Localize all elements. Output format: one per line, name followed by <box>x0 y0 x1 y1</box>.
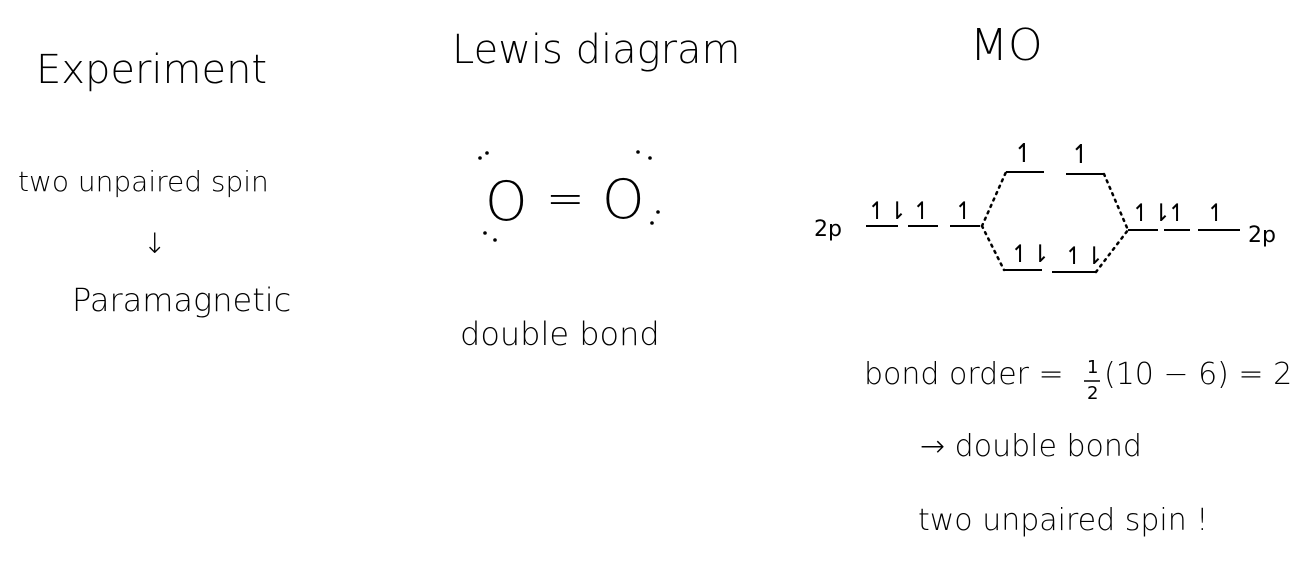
svg-text:2: 2 <box>1087 383 1098 404</box>
mo-heading: MO <box>970 20 1043 71</box>
svg-text:1: 1 <box>1087 357 1098 378</box>
right-orbital-3-electrons: ↿ <box>1206 199 1226 227</box>
antibonding-1-electron: ↿ <box>1013 139 1035 169</box>
bond-order-fraction: 1 2 <box>1084 357 1100 404</box>
bonding-2-electrons: ↿⇂ <box>1064 242 1104 270</box>
right-orbital-2-electrons: ↿ <box>1167 199 1187 227</box>
oxygen-right: O <box>602 168 645 231</box>
right-orbital-1-electrons: ↿⇂ <box>1131 199 1171 227</box>
bond-order-implication: → double bond <box>920 429 1142 464</box>
experiment-conclusion: Paramagnetic <box>72 281 292 319</box>
lewis-heading: Lewis diagram <box>452 27 741 73</box>
mo-conclusion: two unpaired spin ! <box>918 503 1209 538</box>
down-arrow-icon: ↓ <box>143 227 167 260</box>
mo-right-2p-label: 2p <box>1248 223 1276 248</box>
left-orbital-3-electrons: ↿ <box>954 197 974 225</box>
left-orbital-1-electrons: ↿⇂ <box>867 197 907 225</box>
lewis-structure: O = O <box>478 150 660 242</box>
mo-diagram: 2p 2p ↿⇂ ↿ ↿ ↿ ↿ ↿⇂ ↿⇂ ↿⇂ ↿ ↿ <box>814 139 1276 404</box>
experiment-heading: Experiment <box>36 47 268 93</box>
bonding-1-electrons: ↿⇂ <box>1010 240 1050 268</box>
bond-order-label: bond order = <box>864 357 1064 392</box>
lone-pair-dots <box>478 150 660 242</box>
left-orbital-2-electrons: ↿ <box>912 197 932 225</box>
double-bond-symbol: = <box>546 171 585 225</box>
correlation-lines <box>980 170 1130 274</box>
mo-left-2p-label: 2p <box>814 217 842 242</box>
experiment-observation: two unpaired spin <box>18 165 269 198</box>
oxygen-left: O <box>485 170 528 233</box>
bond-order-expression: (10 − 6) = 2 <box>1104 357 1293 392</box>
lewis-caption: double bond <box>460 315 660 353</box>
antibonding-2-electron: ↿ <box>1070 140 1092 170</box>
